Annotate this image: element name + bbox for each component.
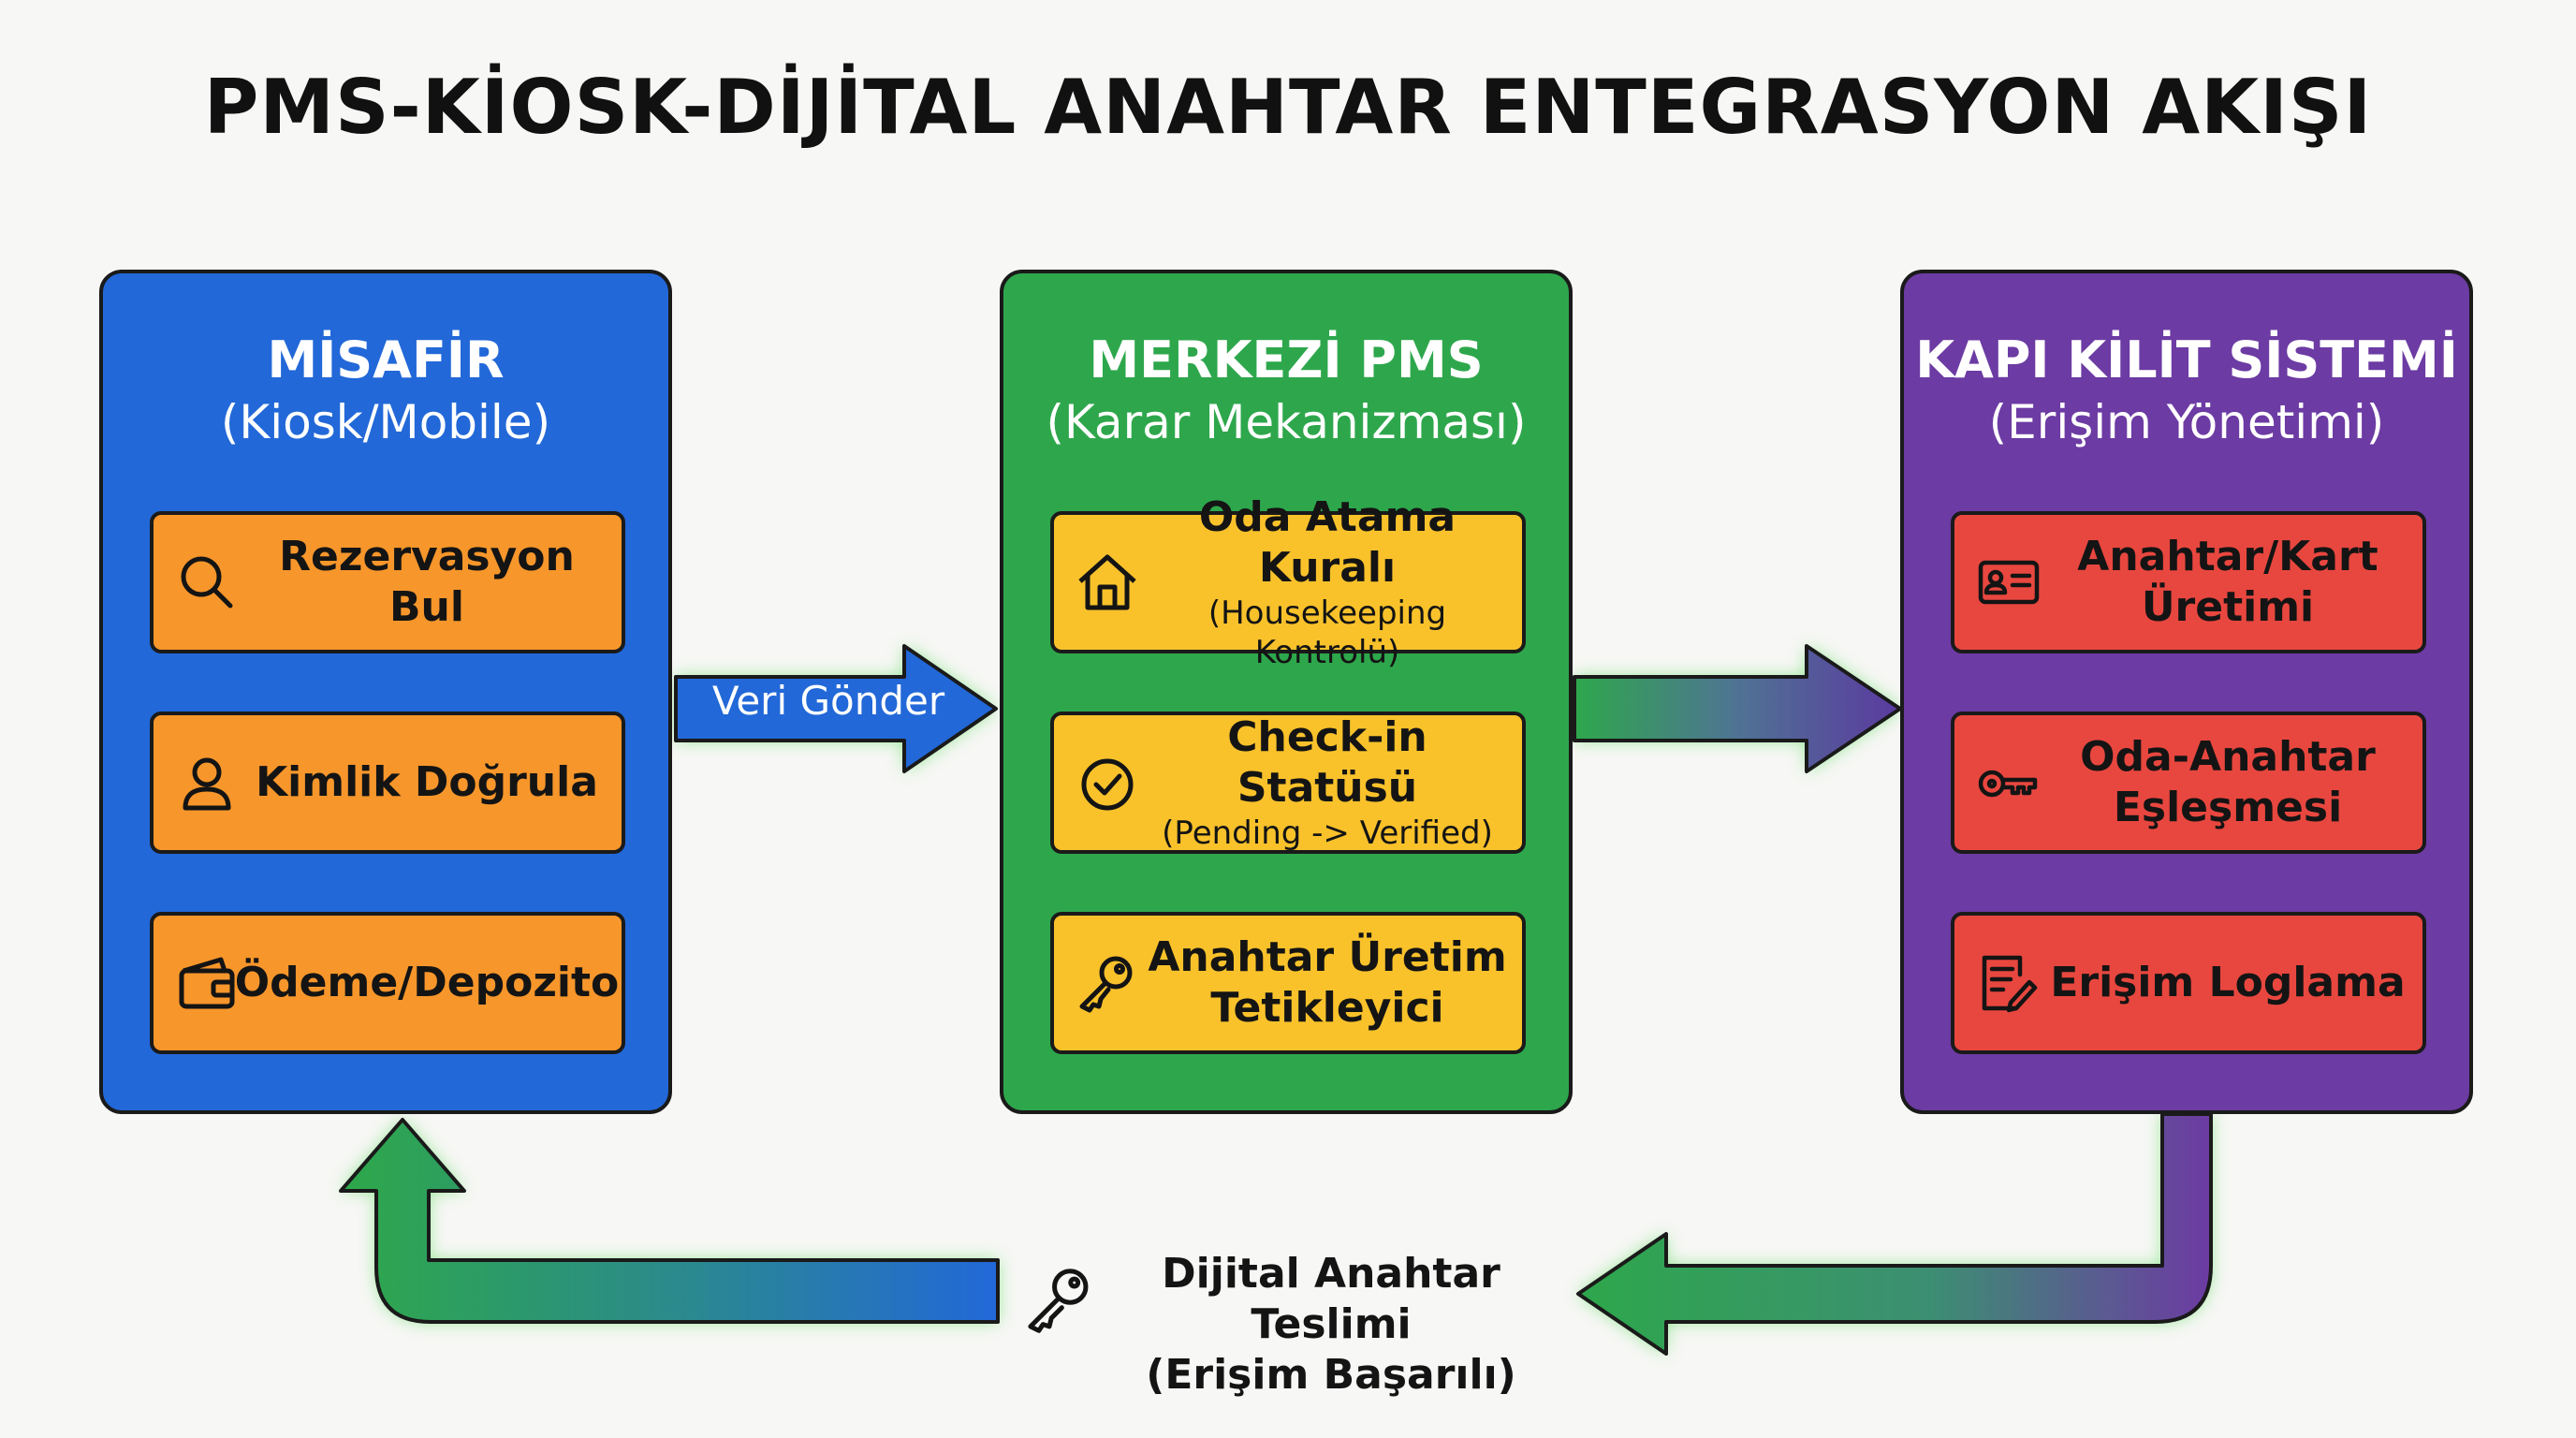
delivery-label-line2: (Erişim Başarılı) [1146, 1351, 1516, 1399]
wallet-icon [179, 957, 235, 1009]
card-label: Oda-Anahtar [2080, 733, 2376, 781]
panel-title: KAPI KİLİT SİSTEMİ [1915, 330, 2458, 389]
card-rezervasyon-bul: Rezervasyon Bul [150, 511, 625, 653]
panel-title: MİSAFİR [267, 330, 505, 389]
arrow-lock-to-delivery [1576, 1112, 2213, 1356]
card-label: Erişim Loglama [2050, 959, 2406, 1006]
key-icon [1079, 956, 1133, 1013]
card-anahtar-kart-uretimi: Anahtar/Kart Üretimi [1951, 511, 2426, 653]
card-label-line2: Eşleşmesi [2113, 784, 2343, 831]
key-icon [1978, 770, 2038, 798]
card-label: Anahtar Üretim [1148, 933, 1507, 981]
panel-title: MERKEZİ PMS [1089, 330, 1484, 389]
card-label-line2: Tetikleyici [1210, 984, 1444, 1032]
panel-guest: MİSAFİR (Kiosk/Mobile) Rezervasyon Bul K… [99, 270, 672, 1114]
card-anahtar-uretim-tetikleyici: Anahtar Üretim Tetikleyici [1050, 912, 1526, 1054]
card-label: Kimlik Doğrula [256, 758, 598, 806]
card-erisim-loglama: Erişim Loglama [1951, 912, 2426, 1054]
user-icon [183, 757, 231, 811]
card-odeme-depozito: Ödeme/Depozito [150, 912, 625, 1054]
card-label-line2: Üretimi [2141, 583, 2315, 631]
panel-subtitle: (Erişim Yönetimi) [1988, 395, 2385, 449]
card-label: Oda Atama Kuralı [1198, 493, 1456, 592]
arrow-label-veri-gonder: Veri Gönder [711, 678, 945, 724]
delivery-label: Dijital Anahtar Teslimi (Erişim Başarılı… [1022, 1249, 1565, 1401]
panel-lock: KAPI KİLİT SİSTEMİ (Erişim Yönetimi) Ana… [1900, 270, 2473, 1114]
card-oda-anahtar-eslesmesi: Oda-Anahtar Eşleşmesi [1951, 712, 2426, 854]
card-label: Ödeme/Depozito [234, 959, 620, 1006]
card-label: Anahtar/Kart [2077, 533, 2378, 580]
page-title: PMS-KİOSK-DİJİTAL ANAHTAR ENTEGRASYON AK… [203, 64, 2373, 151]
panel-pms: MERKEZİ PMS (Karar Mekanizması) Oda Atam… [1000, 270, 1573, 1114]
delivery-label-line1: Dijital Anahtar Teslimi [1162, 1250, 1500, 1348]
panel-subtitle: (Karar Mekanizması) [1046, 395, 1527, 449]
check-circle-icon [1081, 758, 1134, 811]
panel-subtitle: (Kiosk/Mobile) [220, 395, 551, 449]
arrow-delivery-to-guest [339, 1118, 1000, 1324]
card-label: Check-in Statüsü [1227, 713, 1427, 812]
id-card-icon [1978, 560, 2040, 605]
search-icon [181, 556, 233, 609]
card-check-in-statusu: Check-in Statüsü (Pending -> Verified) [1050, 712, 1526, 854]
card-kimlik-dogrula: Kimlik Doğrula [150, 712, 625, 854]
key-icon [1028, 1269, 1089, 1333]
house-icon [1078, 554, 1136, 610]
log-edit-icon [1982, 955, 2038, 1013]
card-label: Rezervasyon Bul [279, 533, 575, 631]
arrow-pms-to-lock [1573, 644, 1902, 773]
card-sublabel: (Housekeeping Kontrolü) [1208, 594, 1447, 671]
arrow-guest-to-pms [674, 644, 998, 773]
card-sublabel: (Pending -> Verified) [1162, 814, 1493, 852]
card-oda-atama-kurali: Oda Atama Kuralı (Housekeeping Kontrolü) [1050, 493, 1526, 671]
